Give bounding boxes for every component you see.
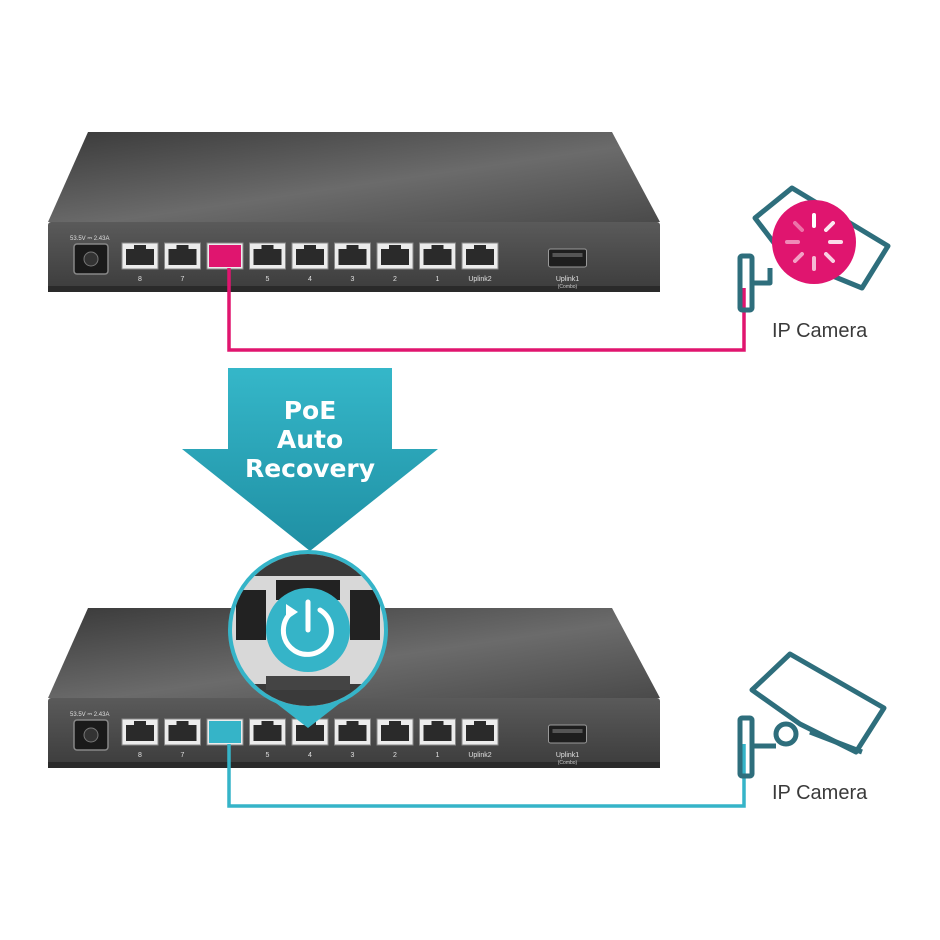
port-label: 3 (351, 752, 355, 759)
port-label: 1 (436, 276, 440, 283)
banner-line: PoE (283, 396, 337, 425)
switch-port-uplink2: Uplink2 (461, 242, 499, 283)
switch-port-7: 7 (164, 718, 201, 759)
poe-auto-recovery-arrow (182, 368, 438, 551)
port-label: 8 (138, 276, 142, 283)
port-label: 7 (181, 752, 185, 759)
bottom-camera-label: IP Camera (772, 782, 868, 804)
switch-port-uplink2: Uplink2 (461, 718, 499, 759)
switch-port-8: 8 (121, 242, 159, 283)
port-label: 2 (393, 752, 397, 759)
switch-port-5: 5 (249, 242, 286, 283)
power-rating-label: 53.5V ⎓ 2.43A (70, 236, 109, 242)
port-sub-label: (Combo) (558, 760, 578, 766)
bottom-camera-icon (737, 651, 887, 779)
highlighted-port-overlay (209, 721, 241, 743)
top-camera-label: IP Camera (772, 320, 868, 342)
port-label: Uplink2 (468, 276, 491, 283)
port-label: 4 (308, 276, 312, 283)
port-label: 2 (393, 276, 397, 283)
top-switch: 53.5V ⎓ 2.43A 8 7 5 4 3 2 1 Uplink2 Uplink1(Comb… (48, 132, 660, 292)
switch-port-3: 3 (334, 242, 371, 283)
port-sub-label: (Combo) (558, 284, 578, 290)
top-camera-icon (737, 185, 891, 313)
port-label: Uplink1 (556, 276, 579, 283)
highlighted-port-overlay (209, 245, 241, 267)
port-label: 3 (351, 276, 355, 283)
banner-label: PoE Auto Recovery (210, 396, 410, 483)
switch-port-6 (206, 242, 244, 270)
switch-port-uplink1: Uplink1(Combo) (548, 248, 587, 290)
zoom-lens (228, 550, 388, 710)
switch-port-1: 1 (419, 242, 456, 283)
banner-line: Auto (276, 425, 344, 454)
banner-line: Recovery (244, 454, 376, 483)
switch-port-8: 8 (121, 718, 159, 759)
power-rating-label: 53.5V ⎓ 2.43A (70, 712, 109, 718)
port-label: 1 (436, 752, 440, 759)
switch-top-face (48, 132, 660, 222)
port-label: Uplink1 (556, 752, 579, 759)
switch-port-7: 7 (164, 242, 201, 283)
switch-port-2: 2 (376, 718, 414, 759)
power-restart-icon (280, 599, 334, 657)
switch-port-6 (206, 718, 244, 746)
switch-port-3: 3 (334, 718, 371, 759)
port-label: 4 (308, 752, 312, 759)
spinner-icon (785, 213, 843, 271)
port-label: 8 (138, 752, 142, 759)
switch-port-4: 4 (291, 242, 329, 283)
fault-indicator (772, 200, 856, 284)
switch-port-2: 2 (376, 242, 414, 283)
switch-port-5: 5 (249, 718, 286, 759)
fault-cable (227, 268, 746, 352)
switch-port-1: 1 (419, 718, 456, 759)
port-label: 7 (181, 276, 185, 283)
port-label: 5 (266, 752, 270, 759)
port-label: 5 (266, 276, 270, 283)
port-label: Uplink2 (468, 752, 491, 759)
switch-port-uplink1: Uplink1(Combo) (548, 724, 587, 766)
